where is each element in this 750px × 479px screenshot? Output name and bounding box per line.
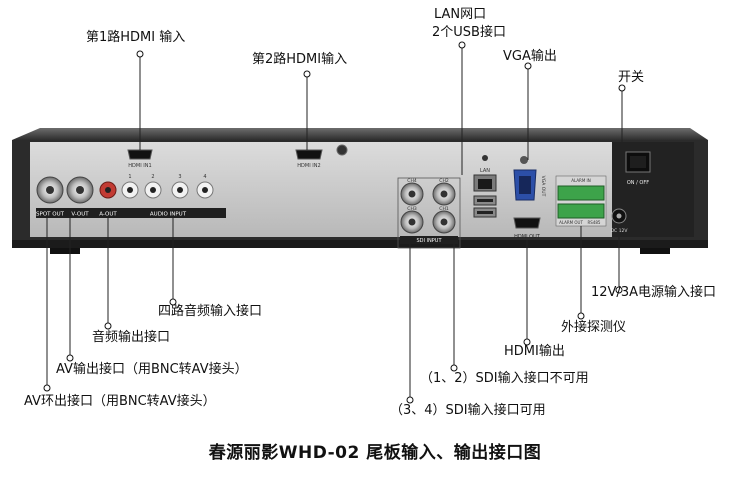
lan-port <box>473 174 497 192</box>
rca-audio-in-4 <box>196 181 214 199</box>
label-audio-in: 四路音频输入接口 <box>158 304 263 319</box>
marker-audio-in <box>169 298 177 306</box>
rca-audio-in-3 <box>171 181 189 199</box>
marker-switch <box>618 84 626 92</box>
hdmi-out-port <box>513 217 541 229</box>
label-hdmi-out: HDMI输出 <box>504 344 565 359</box>
usb-port-1 <box>473 195 497 206</box>
marker-audio-out <box>104 322 112 330</box>
left-label-bar <box>36 208 226 218</box>
label-av-loop: AV环出接口（用BNC转AV接头） <box>24 394 216 409</box>
sdi-ch2 <box>432 182 456 206</box>
vga-screw-top <box>520 156 528 164</box>
callout-markers <box>43 41 626 404</box>
lan-text: LAN <box>480 168 490 174</box>
on-off-text: ON / OFF <box>627 180 649 186</box>
spot-out-text: SPOT OUT <box>36 212 65 218</box>
alarm-out-text: ALARM OUT <box>559 220 583 225</box>
label-power-in: 12V/3A电源输入接口 <box>591 285 716 300</box>
sdi-ch1 <box>432 210 456 234</box>
sdi-ch4 <box>400 182 424 206</box>
marker-power <box>615 286 623 294</box>
alarm-in-text: ALARM IN <box>571 178 590 183</box>
rca-a-out <box>99 181 117 199</box>
label-hdmi1-in: 第1路HDMI 输入 <box>86 30 186 45</box>
rear-panel <box>30 142 630 237</box>
label-sdi12: （1、2）SDI输入接口不可用 <box>420 371 589 386</box>
dc-jack <box>611 208 627 224</box>
marker-hdmiout <box>523 338 531 346</box>
a-out-text: A-OUT <box>99 212 117 218</box>
rca-audio-in-2 <box>144 181 162 199</box>
label-hdmi2-in: 第2路HDMI输入 <box>252 52 348 67</box>
marker-sdi34 <box>406 396 414 404</box>
power-switch <box>625 151 651 173</box>
callout-lines <box>46 45 623 400</box>
audio-num-4: 4 <box>203 174 206 180</box>
label-sdi34: （3、4）SDI输入接口可用 <box>390 403 546 418</box>
label-audio-out: 音频输出接口 <box>92 330 171 345</box>
bnc-spot-out <box>36 176 64 204</box>
vga-port <box>513 169 537 201</box>
ch4-text: CH4 <box>407 178 417 184</box>
marker-sdi12 <box>450 364 458 372</box>
marker-hdmi2 <box>303 70 311 78</box>
foot-right <box>640 248 670 254</box>
marker-lan <box>458 41 466 49</box>
audio-num-2: 2 <box>151 174 154 180</box>
hdmi-out-text: HDMI OUT <box>514 234 541 240</box>
bnc-v-out <box>66 176 94 204</box>
switch-panel <box>612 142 694 237</box>
v-out-text: V-OUT <box>71 212 89 218</box>
ch2-text: CH2 <box>439 178 449 184</box>
foot-left <box>50 248 80 254</box>
label-usb: 2个USB接口 <box>432 25 506 40</box>
hdmi-in2-text: HDMI IN2 <box>297 163 320 169</box>
chassis-top <box>12 128 708 140</box>
terminal-block-bottom <box>557 203 605 219</box>
ch1-text: CH1 <box>439 206 449 212</box>
sdi-frame <box>397 177 461 249</box>
marker-av-loop <box>43 384 51 392</box>
sdi-ch3 <box>400 210 424 234</box>
ground-screw <box>336 144 348 156</box>
rca-audio-in-1 <box>121 181 139 199</box>
marker-vga <box>524 62 532 70</box>
vga-out-text: VGA OUT <box>540 176 546 197</box>
audio-num-1: 1 <box>128 174 131 180</box>
hdmi-in1-text: HDMI IN1 <box>128 163 151 169</box>
marker-av-out <box>66 354 74 362</box>
label-av-out: AV输出接口（用BNC转AV接头） <box>56 362 248 377</box>
label-probe: 外接探测仪 <box>561 320 627 335</box>
usb-port-2 <box>473 207 497 218</box>
hdmi-in1-port <box>127 149 153 160</box>
chassis-bottom <box>12 240 708 248</box>
label-power-switch: 开关 <box>618 70 645 85</box>
terminal-block-top <box>557 185 605 201</box>
sdi-input-text: SDI INPUT <box>416 238 442 244</box>
sdi-label-bar <box>400 236 458 244</box>
audio-num-3: 3 <box>178 174 181 180</box>
figure-caption: 春源丽影WHD-02 尾板输入、输出接口图 <box>208 443 542 463</box>
label-vga-out: VGA输出 <box>503 49 557 64</box>
label-lan: LAN网口 <box>434 7 487 22</box>
lan-indicator <box>482 155 488 161</box>
audio-input-text: AUDIO INPUT <box>150 212 187 218</box>
hdmi-in2-port <box>295 149 323 160</box>
ch3-text: CH3 <box>407 206 417 212</box>
rs485-text: RS485 <box>588 220 601 225</box>
marker-probe <box>577 312 585 320</box>
marker-hdmi1 <box>136 50 144 58</box>
